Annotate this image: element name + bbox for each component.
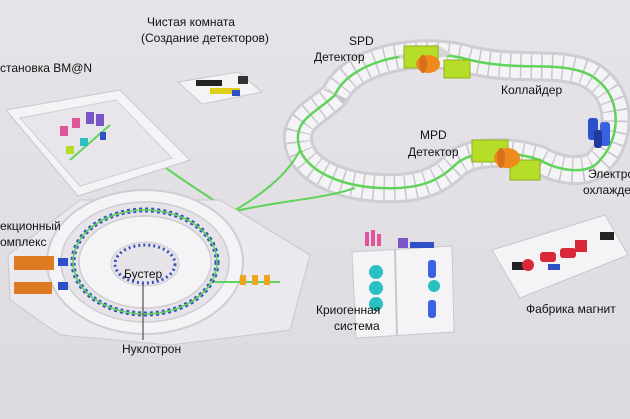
mpd-detector — [471, 139, 541, 181]
injection-complex-label: екционный — [0, 219, 61, 233]
cryogenic-label: Криогенная — [316, 303, 380, 317]
mpd-sublabel: Детектор — [408, 145, 459, 159]
electron-cooling-sublabel: охлажде — [583, 183, 630, 197]
clean-room — [176, 71, 264, 105]
nuclotron-complex — [7, 189, 311, 346]
nuclotron-label: Нуклотрон — [122, 342, 181, 356]
cryogenic-system — [351, 230, 455, 339]
mpd-label: MPD — [420, 128, 447, 142]
collider-beamline — [296, 53, 617, 190]
booster-label: Бустер — [124, 267, 163, 281]
clean-room-label: Чистая комната — [147, 15, 235, 29]
collider-ring — [283, 39, 630, 204]
collider-label: Коллайдер — [501, 83, 562, 97]
electron-cooling-magnets — [588, 118, 610, 148]
clean-room-sublabel: (Создание детекторов) — [141, 31, 269, 45]
magnet-factory-label: Фабрика магнит — [526, 302, 616, 316]
bmn-label: становка BM@N — [0, 61, 92, 75]
bmn-facility — [5, 89, 191, 197]
spd-label: SPD — [349, 34, 374, 48]
spd-sublabel: Детектор — [314, 50, 365, 64]
electron-cooling-label: Электро — [588, 167, 630, 181]
magnet-factory — [491, 214, 629, 299]
cryogenic-sublabel: система — [334, 319, 380, 333]
injection-complex-sublabel: омплекс — [0, 235, 46, 249]
spd-detector — [398, 44, 471, 79]
